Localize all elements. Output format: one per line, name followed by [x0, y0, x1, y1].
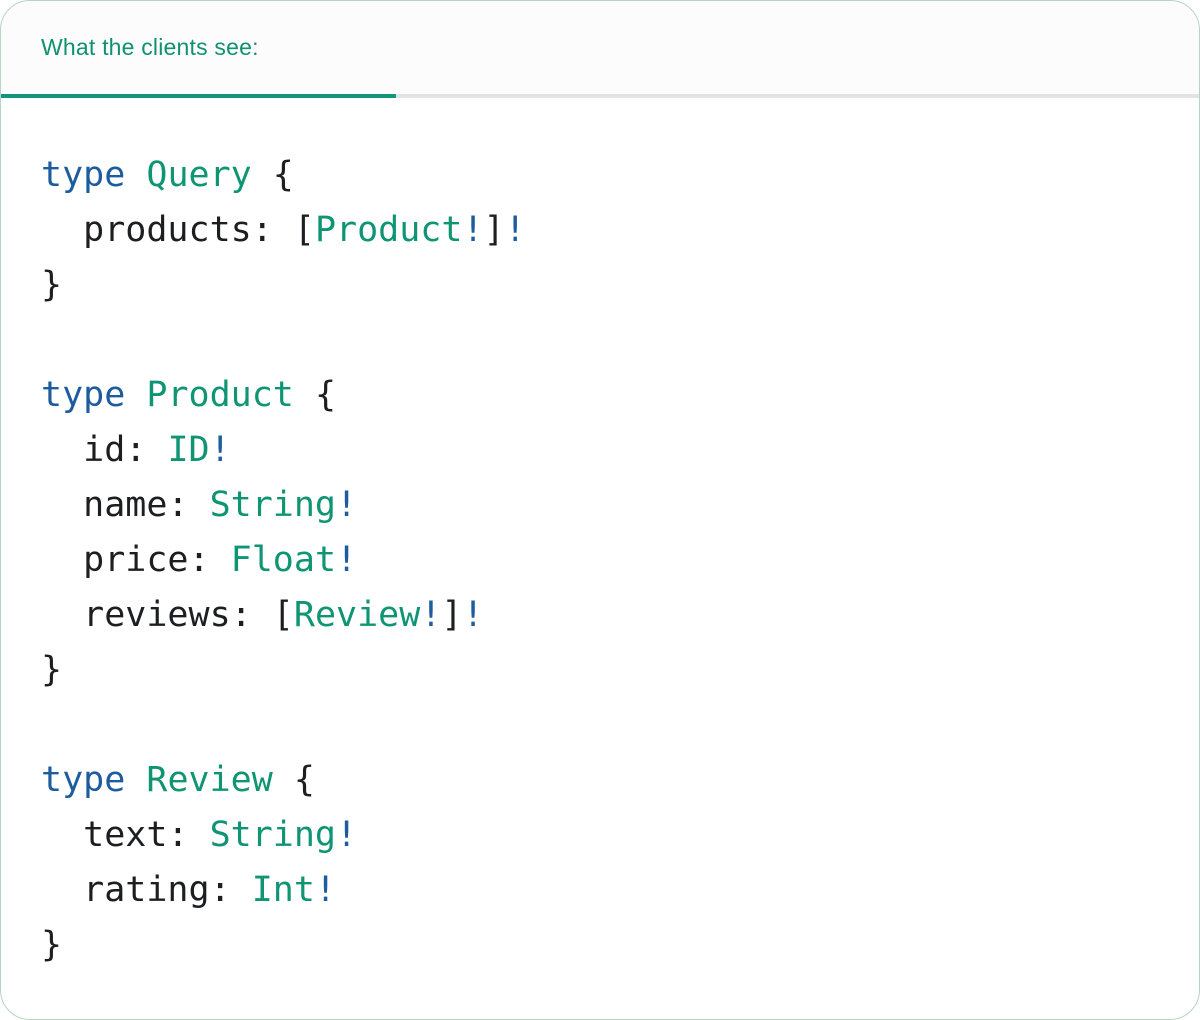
code-line: text: String!	[41, 815, 358, 855]
code-line: }	[41, 265, 63, 305]
code-line: name: String!	[41, 485, 358, 525]
code-line: type Product {	[41, 375, 337, 415]
graphql-code-block: type Query { products: [Product!]!} type…	[1, 98, 1199, 1013]
code-line: }	[41, 925, 63, 965]
code-line: reviews: [Review!]!	[41, 595, 484, 635]
code-line: type Review {	[41, 760, 315, 800]
code-line	[41, 313, 1159, 368]
code-line: rating: Int!	[41, 870, 337, 910]
code-line: type Query {	[41, 155, 294, 195]
code-line: products: [Product!]!	[41, 210, 526, 250]
code-line: price: Float!	[41, 540, 358, 580]
tab-what-clients-see[interactable]: What the clients see:	[1, 1, 396, 98]
tab-label: What the clients see:	[41, 34, 259, 60]
code-line	[41, 698, 1159, 753]
code-line: }	[41, 650, 63, 690]
code-line: id: ID!	[41, 430, 231, 470]
tab-bar: What the clients see:	[1, 1, 1199, 98]
